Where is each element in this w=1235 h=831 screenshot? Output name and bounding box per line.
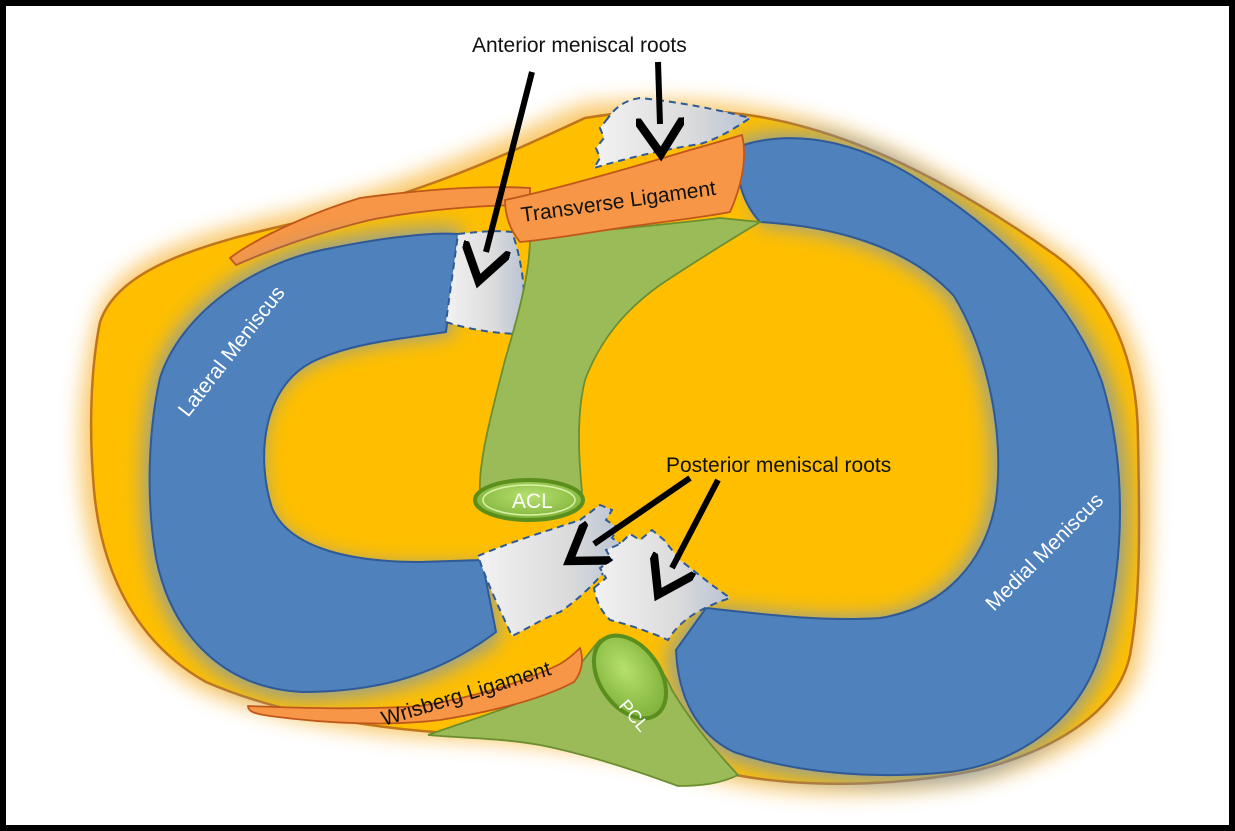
arrow-anterior-lateral [486, 71, 535, 252]
label-acl: ACL [512, 490, 553, 513]
arrow-posterior-lateral [594, 475, 692, 544]
lateral-meniscus [148, 232, 498, 694]
acl-ellipse [473, 478, 585, 522]
arrow-anterior-medial [658, 61, 660, 124]
arrow-posterior-medial [672, 478, 721, 568]
acl-ligament-band [478, 217, 763, 493]
label-anterior-roots: Anterior meniscal roots [472, 34, 687, 57]
transverse-ligament-tail [228, 186, 531, 267]
acl-ellipse-inner [482, 484, 576, 516]
pcl-ellipse [591, 633, 669, 721]
medial-meniscus [674, 137, 1121, 777]
label-posterior-roots: Posterior meniscal roots [666, 454, 891, 477]
wrisberg-ligament [247, 646, 583, 725]
